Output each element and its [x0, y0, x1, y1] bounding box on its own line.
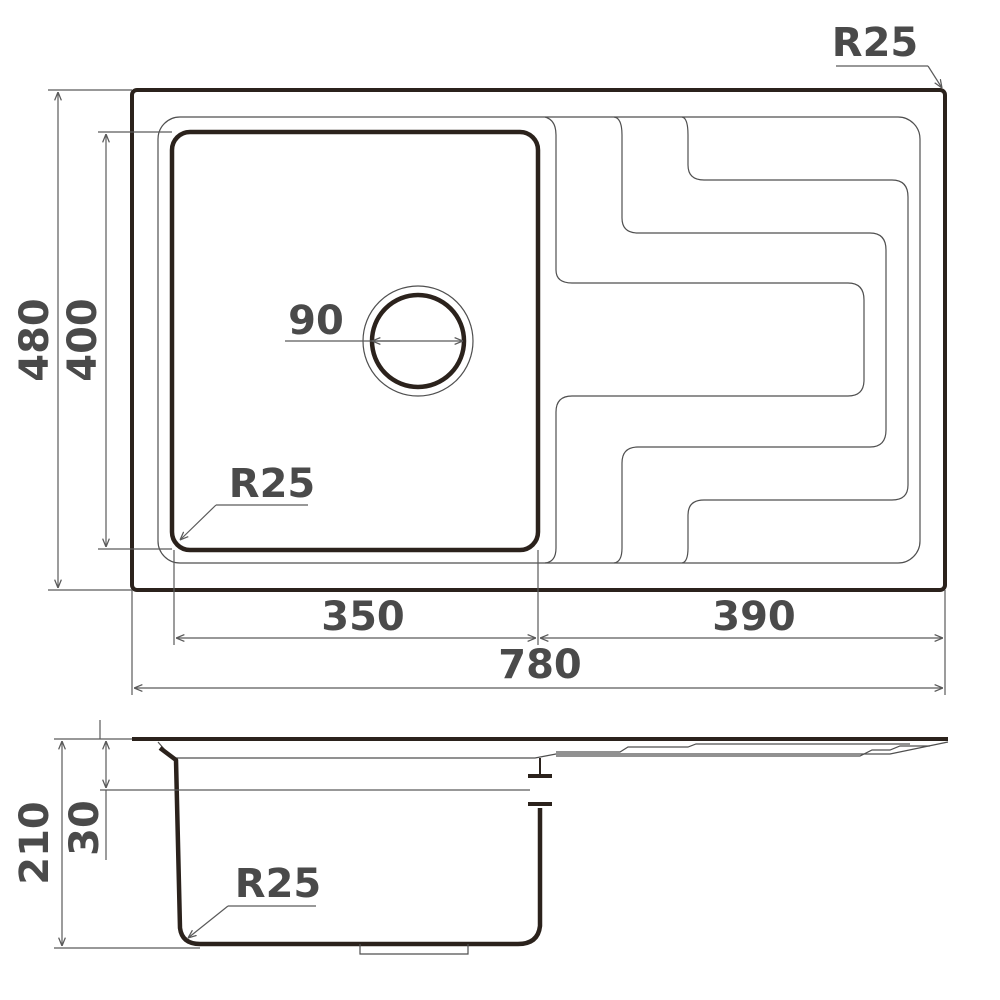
bowl-depth-label: 400: [60, 298, 106, 382]
side-drain-base: [359, 944, 469, 955]
corner-radius-arrow: [927, 65, 942, 88]
side-drainer-steps: [556, 743, 910, 753]
bottom-radius-arrow: [188, 905, 229, 938]
bowl-outline: [169, 129, 541, 553]
top-view: 90 R25 R25 480 400 350: [12, 20, 947, 695]
side-bowl-profile: [158, 746, 543, 947]
drainer-rib-outer: [544, 116, 865, 564]
bottom-radius-label: R25: [235, 861, 321, 907]
drainer-width-label: 390: [712, 594, 796, 640]
sink-inner-rim: [157, 116, 921, 564]
bowl-radius-arrow: [180, 504, 217, 540]
drain-diameter-label: 90: [288, 298, 344, 344]
drainer-rib-middle: [613, 116, 887, 564]
overall-depth-label: 480: [12, 298, 58, 382]
bowl-width-label: 350: [321, 594, 405, 640]
height-label: 210: [12, 801, 58, 885]
overall-width-label: 780: [498, 642, 582, 688]
corner-radius-label: R25: [832, 20, 918, 66]
offset-label: 30: [62, 800, 108, 856]
side-view: 210 30 R25: [12, 720, 949, 955]
drainer-rib-inner: [681, 116, 909, 564]
side-drainer-steps-2: [556, 745, 930, 757]
bowl-radius-label: R25: [229, 461, 315, 507]
